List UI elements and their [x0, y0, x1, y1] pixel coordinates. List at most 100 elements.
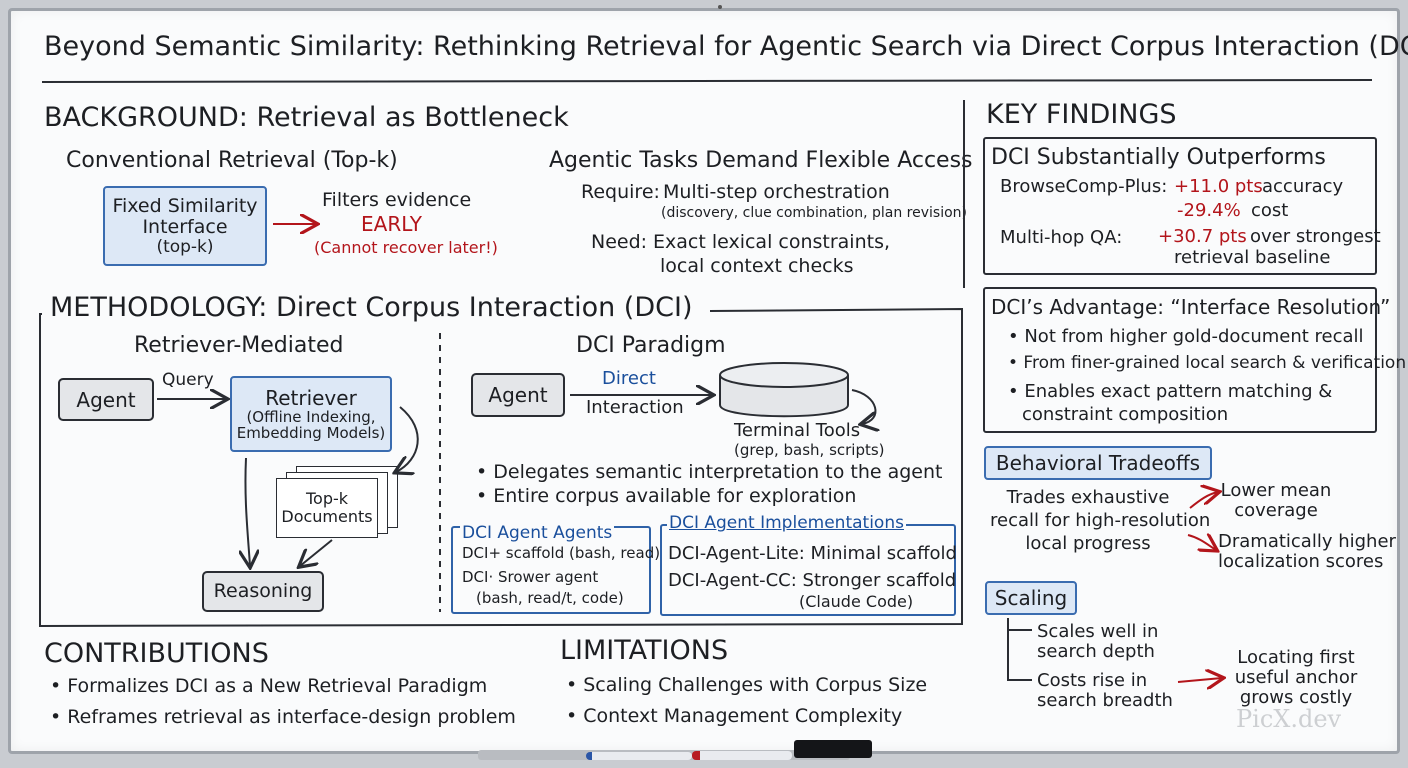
advantage-item-cont: constraint composition — [1022, 404, 1229, 425]
multihop-text-2: retrieval baseline — [1174, 247, 1331, 268]
advantage-title: DCI’s Advantage: “Interface Resolution” — [991, 295, 1391, 319]
scaling-item-1: Scales well in search depth — [1037, 622, 1158, 662]
tradeoffs-left-line: Trades exhaustive — [1006, 487, 1170, 508]
tradeoffs-title-box: Behavioral Tradeoffs — [984, 446, 1212, 480]
retriever-mediated-heading: Retriever-Mediated — [134, 333, 344, 358]
multihop-value: +30.7 pts — [1158, 226, 1247, 247]
scaling-title: Scaling — [994, 586, 1068, 610]
key-findings-heading: KEY FINDINGS — [986, 99, 1177, 130]
agent-label: Agent — [488, 383, 548, 407]
require-text: Multi-step orchestration — [663, 181, 890, 203]
outperforms-title: DCI Substantially Outperforms — [991, 145, 1326, 170]
advantage-box — [983, 287, 1377, 433]
fixed-similarity-line: (top-k) — [156, 236, 214, 257]
browsecomp-cost-value: -29.4% — [1177, 200, 1241, 221]
tradeoff-outcome-line: coverage — [1234, 499, 1318, 521]
scaling-title-box: Scaling — [985, 581, 1077, 615]
limitation-item: • Context Management Complexity — [566, 705, 903, 727]
contribution-item: • Formalizes DCI as a New Retrieval Para… — [50, 675, 488, 697]
topk-documents: Top-k Documents — [276, 478, 378, 538]
dci-impl-line: DCI-Agent-Lite: Minimal scaffold — [668, 543, 957, 564]
scaling-item-line: Costs rise in — [1037, 670, 1148, 691]
tradeoffs-left-line: local progress — [1025, 532, 1151, 554]
need-label: Need: — [591, 231, 648, 253]
browsecomp-cost-text: cost — [1251, 200, 1289, 221]
tradeoffs-left: Trades exhaustive recall for high-resolu… — [990, 487, 1211, 554]
filters-evidence-text: Filters evidence — [322, 189, 472, 211]
scaling-item-line: Scales well in — [1037, 621, 1159, 642]
scaling-item-line: search depth — [1037, 640, 1155, 662]
fixed-similarity-box: Fixed Similarity Interface (top-k) — [103, 186, 267, 266]
limitations-heading: LIMITATIONS — [560, 635, 729, 666]
red-marker[interactable] — [692, 751, 792, 760]
agentic-heading: Agentic Tasks Demand Flexible Access — [549, 148, 973, 173]
tradeoff-outcome-line: Dramatically higher — [1218, 531, 1396, 552]
multihop-text: over strongest — [1250, 226, 1381, 247]
dci-agents-title: DCI Agent Agents — [460, 523, 615, 543]
eraser[interactable] — [794, 740, 872, 758]
browsecomp-accuracy-text: accuracy — [1262, 176, 1344, 197]
reasoning-label: Reasoning — [213, 580, 313, 603]
need-text-2: local context checks — [660, 255, 854, 277]
fixed-similarity-line: Interface — [142, 215, 228, 238]
dci-paradigm-heading: DCI Paradigm — [576, 333, 726, 358]
tradeoff-outcome-line: localization scores — [1218, 550, 1384, 572]
watermark: PicX.dev — [1236, 705, 1342, 733]
agent-box-retriever: Agent — [58, 378, 154, 421]
retriever-box: Retriever (Offline Indexing, Embedding M… — [230, 376, 392, 452]
terminal-tools-label: Terminal Tools — [734, 420, 861, 441]
retriever-line: (Offline Indexing, — [246, 407, 376, 426]
fixed-similarity-line: Fixed Similarity — [112, 194, 258, 217]
cannot-recover-text: (Cannot recover later!) — [314, 238, 498, 257]
tradeoff-outcome-line: Lower mean — [1220, 480, 1332, 501]
page-title: Beyond Semantic Similarity: Rethinking R… — [44, 31, 1408, 62]
background-heading: BACKGROUND: Retrieval as Bottleneck — [44, 102, 569, 133]
interaction-label: Interaction — [586, 397, 684, 418]
tradeoffs-left-line: recall for high-resolution — [990, 509, 1211, 531]
dci-agents-line: DCI+ scaffold (bash, read) — [462, 544, 661, 562]
dci-agents-line: DCI· Srower agent — [462, 568, 599, 586]
agent-label: Agent — [76, 387, 136, 412]
require-detail: (discovery, clue combination, plan revis… — [661, 205, 968, 221]
reasoning-box: Reasoning — [202, 571, 324, 612]
need-text: Exact lexical constraints, — [653, 231, 891, 253]
limitation-item: • Scaling Challenges with Corpus Size — [566, 674, 928, 696]
topk-line: Documents — [281, 507, 373, 526]
tradeoff-outcome-2: Dramatically higher localization scores — [1218, 531, 1396, 572]
dci-impl-line: DCI-Agent-CC: Stronger scaffold — [668, 570, 957, 591]
advantage-item: • Not from higher gold-document recall — [1008, 326, 1364, 347]
tradeoffs-title: Behavioral Tradeoffs — [995, 451, 1201, 475]
scaling-result-line: useful anchor — [1234, 666, 1358, 688]
direct-label: Direct — [602, 368, 656, 389]
contributions-heading: CONTRIBUTIONS — [44, 638, 269, 669]
tradeoff-outcome-1: Lower mean coverage — [1218, 481, 1334, 521]
dci-impl-line: (Claude Code) — [799, 592, 914, 611]
scaling-result-line: grows costly — [1239, 686, 1353, 708]
blue-marker[interactable] — [586, 752, 692, 760]
browsecomp-accuracy-value: +11.0 pts — [1174, 176, 1263, 197]
dci-bullet: • Delegates semantic interpretation to t… — [476, 461, 943, 483]
methodology-heading: METHODOLOGY: Direct Corpus Interaction (… — [46, 293, 697, 323]
raw-corpus-label: Raw Corpus — [730, 384, 843, 406]
dci-agents-line: (bash, read/t, code) — [476, 589, 624, 607]
dci-bullet: • Entire corpus available for exploratio… — [476, 485, 857, 507]
outperforms-box — [983, 137, 1377, 275]
dci-implementations-title: DCI Agent Implementations — [667, 513, 906, 533]
multihop-label: Multi-hop QA: — [1000, 227, 1123, 248]
contribution-item: • Reframes retrieval as interface-design… — [50, 706, 516, 728]
terminal-tools-detail: (grep, bash, scripts) — [734, 441, 885, 459]
scaling-item-2: Costs rise in search breadth — [1037, 671, 1173, 711]
require-label: Require: — [581, 181, 660, 203]
advantage-item: • Enables exact pattern matching & — [1008, 381, 1333, 402]
conventional-heading: Conventional Retrieval (Top-k) — [66, 148, 398, 173]
scaling-result-line: Locating first — [1237, 647, 1355, 668]
retriever-line: Retriever — [265, 385, 357, 410]
advantage-item: • From finer-grained local search & veri… — [1008, 353, 1407, 373]
topk-line: Top-k — [305, 489, 349, 509]
scaling-item-line: search breadth — [1037, 689, 1173, 711]
scaling-result: Locating first useful anchor grows costl… — [1226, 648, 1366, 707]
retriever-line: Embedding Models) — [236, 424, 386, 442]
browsecomp-label: BrowseComp-Plus: — [1000, 176, 1168, 197]
agent-box-dci: Agent — [471, 373, 565, 417]
early-text: EARLY — [361, 212, 422, 236]
